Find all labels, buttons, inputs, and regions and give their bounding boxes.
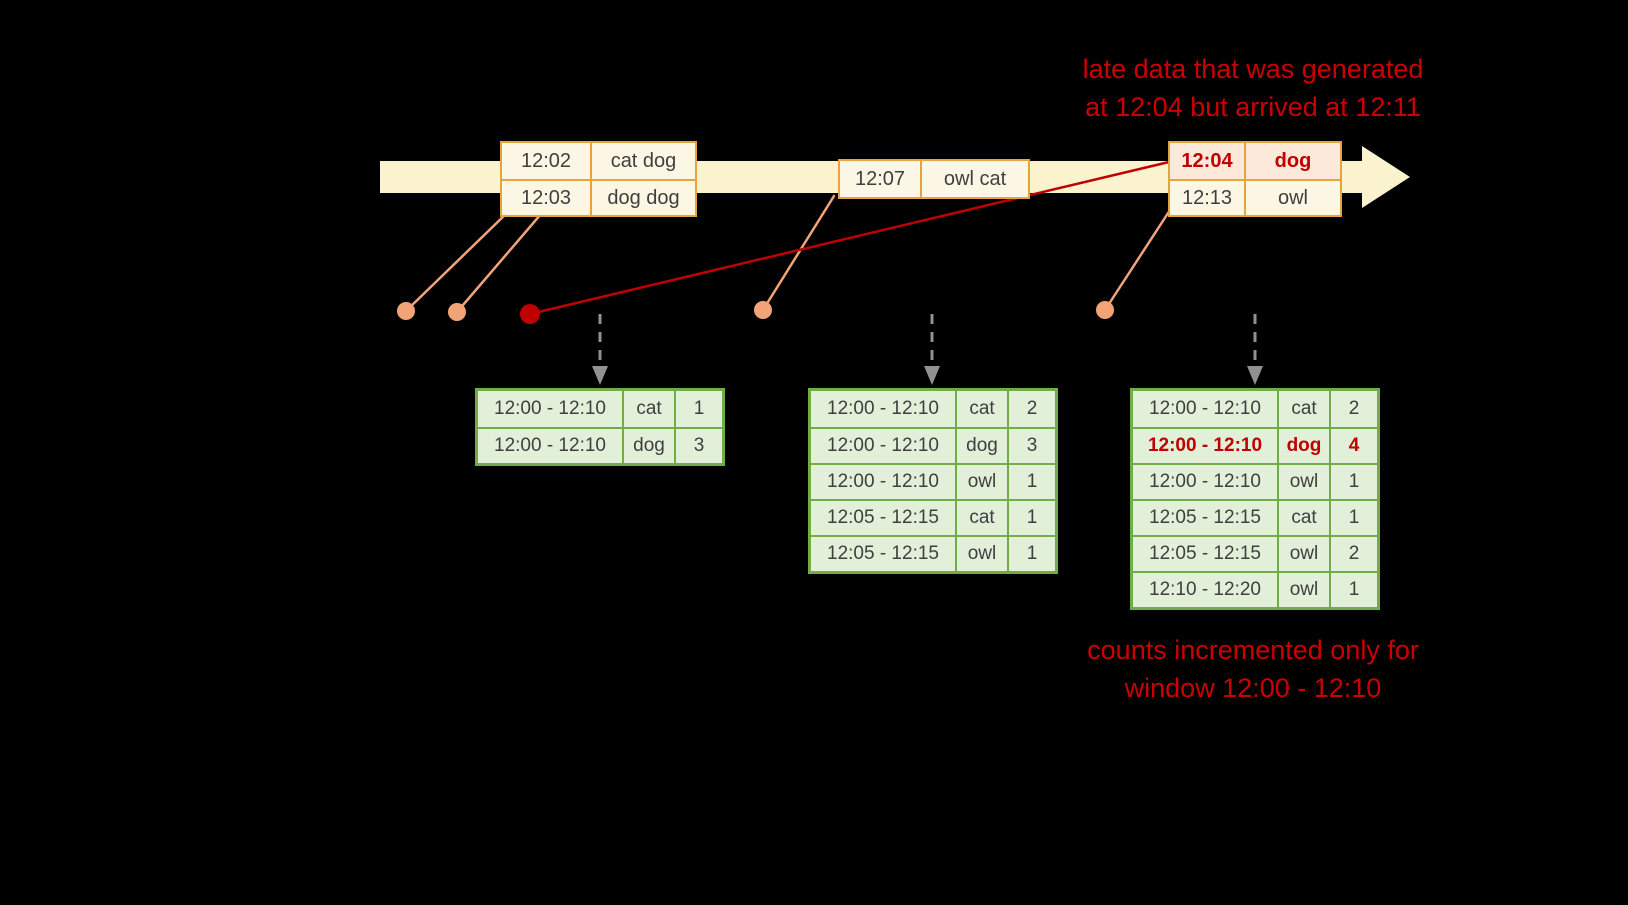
window-cell: 12:05 - 12:15 [1133,501,1279,535]
late-data-annotation-line2: at 12:04 but arrived at 12:11 [1085,92,1421,122]
result-table-3: 12:00 - 12:10 cat 2 12:00 - 12:10 dog 4 … [1130,388,1380,610]
event-dot [397,302,415,320]
count-cell: 1 [1026,471,1038,492]
table-row: 12:05 - 12:15 cat 1 [811,499,1055,535]
word-cell: owl [1279,537,1331,571]
count-cell: 1 [1348,507,1360,528]
word-cell: owl [1279,465,1331,499]
down-arrow [1247,314,1263,385]
table-row: 12:00 - 12:10 owl 1 [811,463,1055,499]
count-cell: 1 [1026,507,1038,528]
down-arrow [924,314,940,385]
word-cell: owl [1279,573,1331,607]
count-cell: 2 [1348,543,1360,564]
result-table-1: 12:00 - 12:10 cat 1 12:00 - 12:10 dog 3 [475,388,725,466]
event-dot [448,303,466,321]
word-cell: dog [1279,429,1331,463]
event-row: 12:13 owl [1170,179,1340,215]
word-cell: cat [1279,391,1331,427]
word-cell: cat [957,391,1009,427]
word-cell: cat [624,391,676,427]
event-words: owl cat [943,167,1007,190]
late-data-annotation-line1: late data that was generated [1082,54,1424,84]
event-row: 12:07 owl cat [840,161,1028,197]
count-cell: 4 [1348,435,1360,456]
table-row: 12:00 - 12:10 owl 1 [1133,463,1377,499]
event-time: 12:07 [840,161,922,197]
count-cell: 2 [1026,398,1038,419]
event-box-group-2: 12:07 owl cat [838,159,1030,199]
late-data-annotation: late data that was generated at 12:04 bu… [953,50,1553,126]
count-cell: 2 [1348,398,1360,419]
event-row: 12:03 dog dog [502,179,695,215]
connector-line [761,194,836,312]
table-row: 12:00 - 12:10 dog 3 [811,427,1055,463]
counts-incremented-annotation: counts incremented only for window 12:00… [1003,631,1503,707]
table-row: 12:00 - 12:10 cat 2 [1133,391,1377,427]
window-cell: 12:00 - 12:10 [811,465,957,499]
word-cell: dog [957,429,1009,463]
event-time: 12:02 [502,143,592,179]
connector-line [404,209,511,313]
event-words: owl [1277,186,1308,209]
count-cell: 3 [693,435,705,456]
window-cell: 12:05 - 12:15 [1133,537,1279,571]
table-row: 12:10 - 12:20 owl 1 [1133,571,1377,607]
event-time: 12:04 [1170,143,1246,179]
event-words: cat dog [610,149,677,172]
event-words: dog [1274,149,1312,172]
word-cell: owl [957,537,1009,571]
down-arrow [592,314,608,385]
window-cell: 12:05 - 12:15 [811,537,957,571]
table-row: 12:05 - 12:15 owl 1 [811,535,1055,571]
count-cell: 1 [1026,543,1038,564]
event-time: 12:03 [502,181,592,215]
result-table-2: 12:00 - 12:10 cat 2 12:00 - 12:10 dog 3 … [808,388,1058,574]
window-cell: 12:00 - 12:10 [1133,391,1279,427]
event-row: 12:02 cat dog [502,143,695,179]
table-row: 12:05 - 12:15 cat 1 [1133,499,1377,535]
table-row: 12:05 - 12:15 owl 2 [1133,535,1377,571]
window-cell: 12:00 - 12:10 [1133,465,1279,499]
connector-line [455,212,543,314]
word-cell: owl [957,465,1009,499]
event-box-group-3: 12:04 dog 12:13 owl [1168,141,1342,217]
event-time: 12:13 [1170,181,1246,215]
event-box-group-1: 12:02 cat dog 12:03 dog dog [500,141,697,217]
window-cell: 12:00 - 12:10 [811,429,957,463]
window-cell: 12:10 - 12:20 [1133,573,1279,607]
count-cell: 1 [1348,471,1360,492]
event-row-late: 12:04 dog [1170,143,1340,179]
table-row: 12:00 - 12:10 cat 2 [811,391,1055,427]
count-cell: 1 [1348,579,1360,600]
counts-annotation-line1: counts incremented only for [1087,635,1419,665]
word-cell: cat [957,501,1009,535]
window-cell: 12:00 - 12:10 [478,391,624,427]
window-cell: 12:00 - 12:10 [811,391,957,427]
late-data-dot [520,304,540,324]
event-dot [754,301,772,319]
window-cell: 12:05 - 12:15 [811,501,957,535]
table-row: 12:00 - 12:10 dog 3 [478,427,722,463]
connector-line [1103,205,1174,312]
word-cell: dog [624,429,676,463]
counts-annotation-line2: window 12:00 - 12:10 [1124,673,1382,703]
word-cell: cat [1279,501,1331,535]
event-words: dog dog [607,186,680,209]
count-cell: 3 [1026,435,1038,456]
window-cell: 12:00 - 12:10 [478,429,624,463]
count-cell: 1 [693,398,705,419]
table-row-late-update: 12:00 - 12:10 dog 4 [1133,427,1377,463]
late-data-line [528,160,1171,316]
event-dot [1096,301,1114,319]
table-row: 12:00 - 12:10 cat 1 [478,391,722,427]
window-cell: 12:00 - 12:10 [1133,429,1279,463]
